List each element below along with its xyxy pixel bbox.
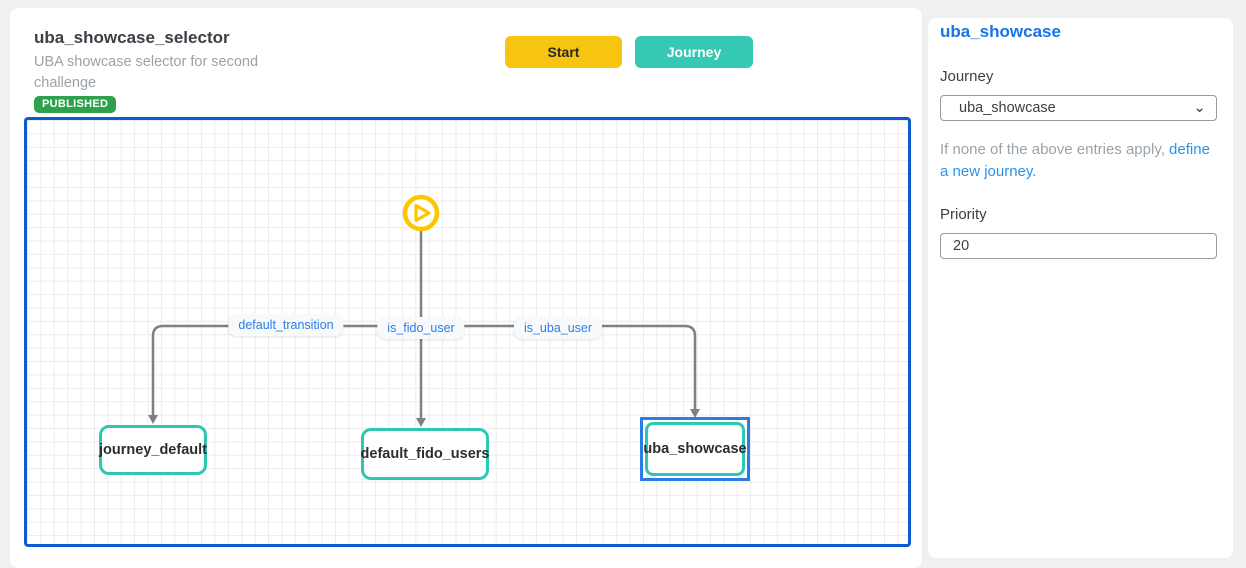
start-button[interactable]: Start [505, 36, 622, 68]
edge-label-is-uba-user[interactable]: is_uba_user [513, 317, 603, 339]
journey-button[interactable]: Journey [635, 36, 753, 68]
node-uba-showcase[interactable]: uba_showcase [643, 422, 747, 476]
priority-input[interactable] [940, 233, 1217, 259]
flow-edges [148, 194, 700, 427]
priority-field-label: Priority [940, 206, 987, 223]
panel-title: uba_showcase [940, 22, 1061, 41]
chevron-down-icon: ⌄ [1193, 99, 1206, 116]
page-subtitle: UBA showcase selector for second challen… [34, 54, 259, 91]
edge-label-is-fido-user[interactable]: is_fido_user [377, 317, 465, 339]
flow-editor-card: uba_showcase_selector UBA showcase selec… [10, 8, 922, 568]
journey-select-value: uba_showcase [959, 100, 1056, 116]
edge-label-default-transition[interactable]: default_transition [228, 314, 344, 336]
journey-select[interactable]: uba_showcase ⌄ [940, 95, 1217, 121]
node-default-fido-users[interactable]: default_fido_users [361, 428, 489, 480]
node-selection-box[interactable]: uba_showcase [640, 417, 750, 481]
journey-field-label: Journey [940, 68, 994, 85]
play-circle-icon [402, 194, 440, 232]
journey-help-text: If none of the above entries apply, defi… [940, 141, 1210, 180]
flow-canvas[interactable]: default_transition is_fido_user is_uba_u… [24, 117, 911, 547]
status-badge: PUBLISHED [34, 96, 117, 113]
page-title: uba_showcase_selector [34, 28, 230, 47]
node-journey-default[interactable]: journey_default [99, 425, 207, 475]
define-new-journey-link[interactable]: define a new journey. [940, 141, 1210, 180]
